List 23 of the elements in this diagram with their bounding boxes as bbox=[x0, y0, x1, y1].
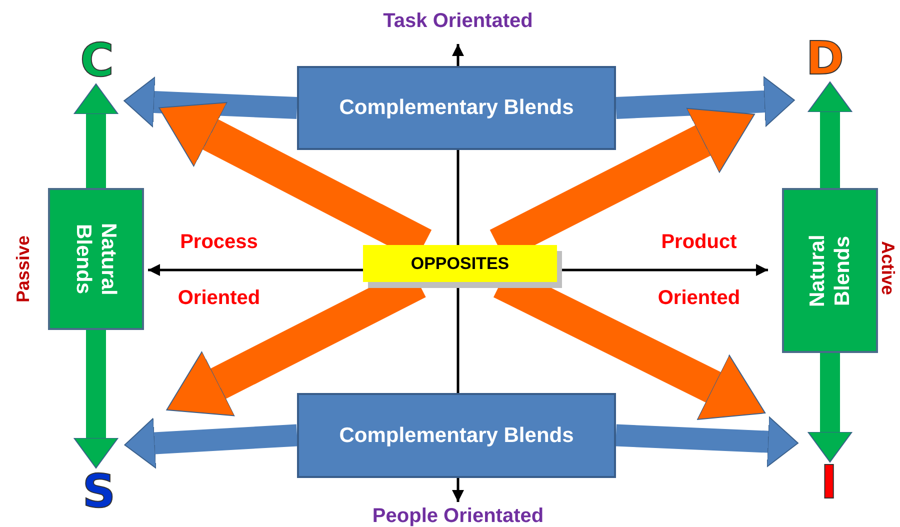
block-arrow bbox=[616, 416, 798, 468]
axis-label: Process Oriented bbox=[176, 230, 262, 311]
block-arrow bbox=[808, 353, 852, 462]
blend-box: Natural Blends bbox=[782, 188, 878, 353]
letter-c: C bbox=[72, 36, 122, 84]
opposites-box: OPPOSITES bbox=[363, 245, 557, 282]
axis-label: Active bbox=[878, 240, 898, 298]
block-arrow bbox=[124, 418, 298, 469]
block-arrow bbox=[74, 84, 118, 188]
axis-label: Passive bbox=[12, 234, 34, 305]
blend-box: Complementary Blends bbox=[297, 66, 616, 150]
blend-box: Complementary Blends bbox=[297, 393, 616, 478]
blend-box: Natural Blends bbox=[48, 188, 144, 330]
letter-d: D bbox=[800, 34, 850, 82]
block-arrow bbox=[124, 76, 298, 128]
axis-label: Task Orientated bbox=[382, 9, 534, 33]
block-arrow bbox=[808, 82, 852, 188]
letter-s: S bbox=[74, 468, 124, 514]
letter-i: I bbox=[812, 462, 846, 502]
axis-label: Product Oriented bbox=[656, 230, 742, 311]
block-arrow bbox=[74, 330, 118, 468]
axis-label: People Orientated bbox=[371, 504, 545, 527]
block-arrow bbox=[616, 76, 795, 127]
